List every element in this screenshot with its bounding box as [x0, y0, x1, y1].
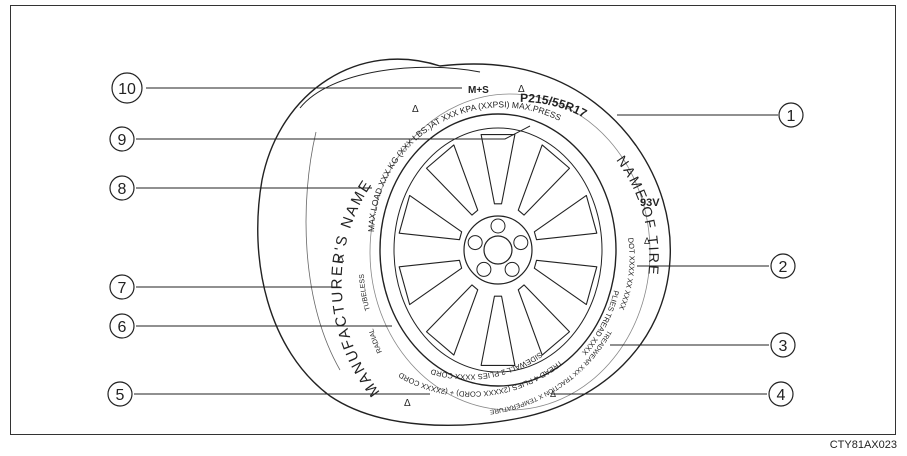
callout-1: 1 — [778, 102, 804, 128]
spoke-opening — [517, 284, 571, 356]
callout-number: 3 — [779, 338, 788, 355]
callout-circle — [111, 72, 143, 104]
callout-5: 5 — [107, 381, 133, 407]
callout-2: 2 — [770, 253, 796, 279]
callout-9: 9 — [109, 126, 135, 152]
lug-nut — [476, 261, 492, 277]
lug-nut — [490, 218, 506, 234]
callout-circle — [768, 381, 794, 407]
spoke-opening — [480, 295, 516, 366]
callout-number: 9 — [118, 132, 127, 149]
delta-mark-upper-left: Δ — [412, 104, 419, 115]
figure-reference-code: CTY81AX023 — [829, 439, 897, 451]
hub-cap — [483, 235, 513, 265]
callout-circle — [770, 332, 796, 358]
delta-mark-top: Δ — [518, 84, 525, 95]
spoke-opening — [425, 284, 479, 356]
spoke-opening — [533, 259, 598, 306]
callout-4: 4 — [768, 381, 794, 407]
wheel-spokes — [398, 134, 598, 366]
callout-circle — [109, 175, 135, 201]
lug-nut — [513, 235, 529, 251]
callout-number: 2 — [779, 259, 788, 276]
callout-number: 5 — [116, 387, 125, 404]
wheel-hub — [463, 215, 533, 285]
lug-nuts — [467, 218, 529, 277]
callout-10: 10 — [111, 72, 143, 104]
callout-number: 8 — [118, 181, 127, 198]
spoke-opening — [398, 194, 463, 241]
callout-circle — [109, 274, 135, 300]
callout-number: 6 — [118, 319, 127, 336]
callout-circle — [778, 102, 804, 128]
spoke-opening — [398, 259, 463, 306]
spoke-opening — [517, 144, 571, 216]
delta-mark-left: Δ — [338, 254, 344, 264]
spoke-opening — [425, 144, 479, 216]
callout-markers: 1 2 3 4 5 6 7 8 9 10 — [107, 72, 804, 407]
rim-inner-ring — [393, 127, 603, 373]
load-speed-text: 93V — [640, 197, 660, 209]
callout-7: 7 — [109, 274, 135, 300]
callout-number: 10 — [118, 81, 136, 98]
callout-number: 4 — [777, 387, 786, 404]
lug-nut — [504, 261, 520, 277]
tire-sidewall-ring — [369, 93, 651, 411]
delta-mark-right: Δ — [644, 236, 650, 246]
callout-3: 3 — [770, 332, 796, 358]
spoke-opening — [533, 194, 598, 241]
mud-snow-text: M+S — [468, 85, 489, 96]
lug-nut — [467, 235, 483, 251]
callout-6: 6 — [109, 313, 135, 339]
figure-frame — [10, 5, 896, 435]
spoke-opening — [480, 134, 516, 205]
delta-mark-bottom: Δ — [404, 398, 411, 409]
callout-number: 7 — [118, 280, 127, 297]
leader-line-9 — [136, 125, 531, 140]
callout-circle — [109, 313, 135, 339]
tire-shoulder-line — [305, 131, 341, 371]
leader-lines — [134, 87, 778, 395]
callout-circle — [770, 253, 796, 279]
callout-circle — [109, 126, 135, 152]
tire-tread-edge — [299, 66, 481, 109]
callout-8: 8 — [109, 175, 135, 201]
callout-number: 1 — [787, 108, 796, 125]
callout-circle — [107, 381, 133, 407]
